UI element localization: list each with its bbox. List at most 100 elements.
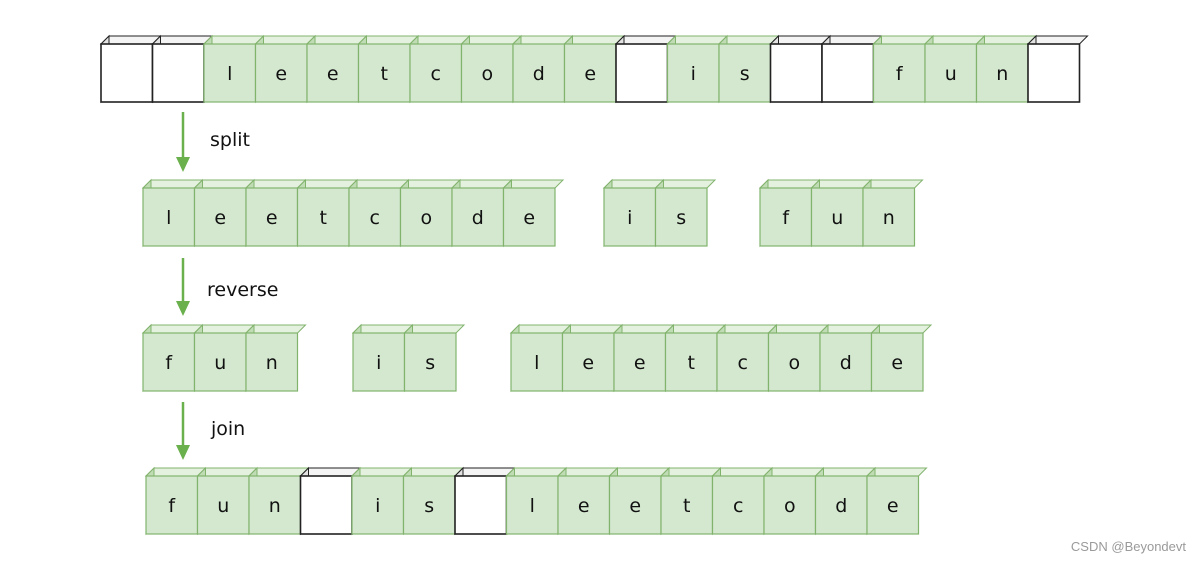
cell-top-face <box>460 35 523 45</box>
char-cell: n <box>247 466 310 536</box>
char-cell: e <box>244 178 307 248</box>
cell-top-face <box>563 35 626 45</box>
char-cell: e <box>612 323 675 393</box>
char-cell: l <box>141 178 204 248</box>
cell-top-face <box>408 35 471 45</box>
cell-front-face <box>615 43 669 103</box>
cell-front-face <box>193 187 247 247</box>
cell-char: d <box>835 495 847 517</box>
step-reverse: reverse <box>176 258 278 316</box>
char-cell: s <box>402 466 465 536</box>
cell-top-face <box>151 35 214 45</box>
cell-char: s <box>425 352 435 374</box>
cell-front-face <box>924 43 978 103</box>
cell-top-face <box>561 324 624 334</box>
char-cell: e <box>556 466 619 536</box>
cell-front-face <box>248 475 302 535</box>
char-cell: s <box>654 178 717 248</box>
cell-front-face <box>145 475 199 535</box>
cell-char: l <box>534 352 539 374</box>
cell-front-face <box>254 43 308 103</box>
cell-top-face <box>350 467 413 477</box>
empty-cell <box>614 34 677 104</box>
char-cell: l <box>202 34 265 104</box>
cell-char: i <box>627 207 632 229</box>
cell-char: l <box>227 63 232 85</box>
char-cell: t <box>296 178 359 248</box>
cell-char: n <box>883 207 895 229</box>
cell-top-face <box>202 35 265 45</box>
empty-cell <box>820 34 883 104</box>
cell-front-face <box>151 43 205 103</box>
cell-char: d <box>840 352 852 374</box>
cell-char: s <box>740 63 750 85</box>
cell-char: o <box>420 207 432 229</box>
step-label-join: join <box>210 418 245 440</box>
cell-char: t <box>688 352 695 374</box>
char-cell: i <box>350 466 413 536</box>
cell-top-face <box>608 467 671 477</box>
cell-top-face <box>810 179 873 189</box>
char-cell: e <box>254 34 317 104</box>
cell-char: t <box>320 207 327 229</box>
watermark: CSDN @Beyondevt <box>1070 539 1186 554</box>
cell-char: t <box>683 495 690 517</box>
cell-front-face <box>100 43 154 103</box>
char-cell: l <box>505 466 568 536</box>
steps-layer: split reverse join <box>176 112 278 460</box>
cell-char: l <box>166 207 171 229</box>
cell-char: e <box>584 63 596 85</box>
cell-top-face <box>975 35 1038 45</box>
cell-front-face <box>460 43 514 103</box>
char-cell: u <box>810 178 873 248</box>
char-cell: i <box>602 178 665 248</box>
cell-char: e <box>275 63 287 85</box>
cell-front-face <box>399 187 453 247</box>
cell-top-face <box>820 35 883 45</box>
cell-top-face <box>193 179 256 189</box>
cell-char: n <box>266 352 278 374</box>
cell-top-face <box>141 324 204 334</box>
cell-char: s <box>424 495 434 517</box>
cell-char: e <box>327 63 339 85</box>
cell-top-face <box>659 467 722 477</box>
cell-front-face <box>660 475 714 535</box>
cell-top-face <box>769 35 832 45</box>
char-cell: u <box>193 323 256 393</box>
cell-char: c <box>370 207 380 229</box>
cell-char: e <box>891 352 903 374</box>
cell-char: e <box>582 352 594 374</box>
empty-cell <box>769 34 832 104</box>
char-cell: o <box>460 34 523 104</box>
step-split: split <box>176 112 250 172</box>
char-cell: c <box>715 323 778 393</box>
char-cell: t <box>357 34 420 104</box>
cell-top-face <box>403 324 466 334</box>
cell-front-face <box>403 332 457 392</box>
cell-char: o <box>788 352 800 374</box>
cell-top-face <box>758 179 821 189</box>
step-join: join <box>176 402 245 460</box>
char-cell: u <box>923 34 986 104</box>
char-cell: i <box>666 34 729 104</box>
cell-front-face <box>870 332 924 392</box>
cell-top-face <box>870 324 933 334</box>
cell-front-face <box>561 332 615 392</box>
cell-char: t <box>381 63 388 85</box>
cell-char: o <box>784 495 796 517</box>
cell-char: i <box>375 495 380 517</box>
cell-top-face <box>612 324 675 334</box>
cell-front-face <box>1027 43 1081 103</box>
cell-front-face <box>502 187 556 247</box>
step-label-split: split <box>210 129 250 151</box>
empty-cell <box>453 466 516 536</box>
cell-front-face <box>351 475 405 535</box>
